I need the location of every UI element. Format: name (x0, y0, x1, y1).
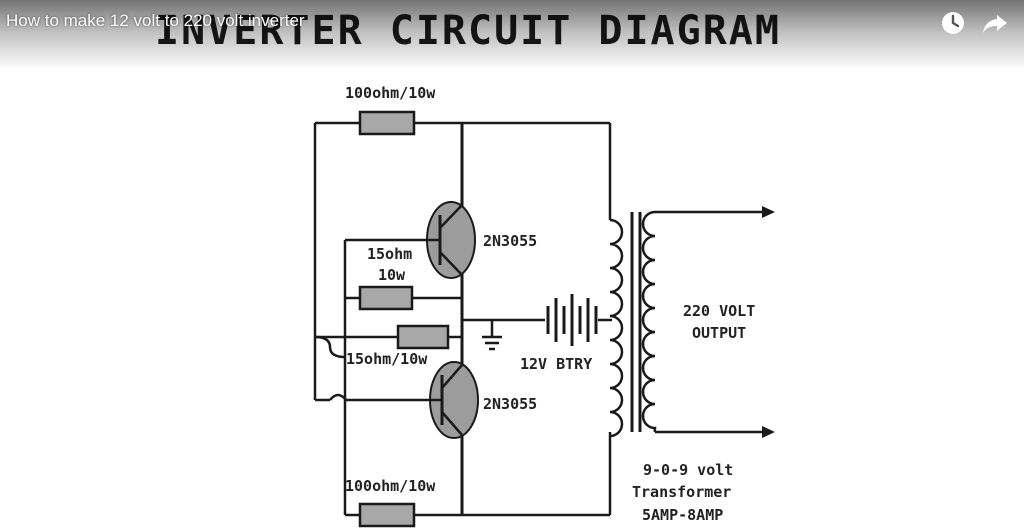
circuit-wires (313, 121, 765, 517)
label-transformer-line2: Transformer (632, 483, 731, 501)
transformer (609, 210, 657, 438)
transistor-bottom (429, 361, 479, 439)
label-transformer-line1: 9-0-9 volt (643, 461, 733, 479)
resistor-bottom (358, 502, 416, 528)
label-r-mid-line1: 15ohm (367, 245, 412, 263)
label-q-top: 2N3055 (483, 232, 537, 250)
resistor-15ohm-upper (358, 285, 414, 311)
label-battery: 12V BTRY (520, 355, 592, 373)
share-arrow-icon (983, 15, 1007, 33)
label-q-bottom: 2N3055 (483, 395, 537, 413)
watch-later-button[interactable] (938, 8, 968, 38)
battery-cells (546, 294, 598, 346)
share-button[interactable] (980, 8, 1010, 38)
arrow-icon (762, 206, 775, 218)
resistor-top (358, 110, 416, 136)
label-r-mid-line2: 10w (378, 266, 406, 284)
label-output-line2: OUTPUT (692, 324, 746, 342)
video-title[interactable]: How to make 12 volt to 220 volt inverter (6, 11, 305, 30)
label-output-line1: 220 VOLT (683, 302, 755, 320)
output-arrows (762, 206, 775, 438)
label-r-lower: 15ohm/10w (346, 350, 428, 368)
label-transformer-line3: 5AMP-8AMP (642, 506, 723, 524)
label-r-bottom: 100ohm/10w (345, 477, 436, 495)
clock-icon (942, 12, 964, 34)
label-r-top: 100ohm/10w (345, 84, 436, 102)
arrow-icon (762, 426, 775, 438)
resistor-15ohm-lower (396, 324, 450, 350)
transistor-top (426, 201, 476, 279)
